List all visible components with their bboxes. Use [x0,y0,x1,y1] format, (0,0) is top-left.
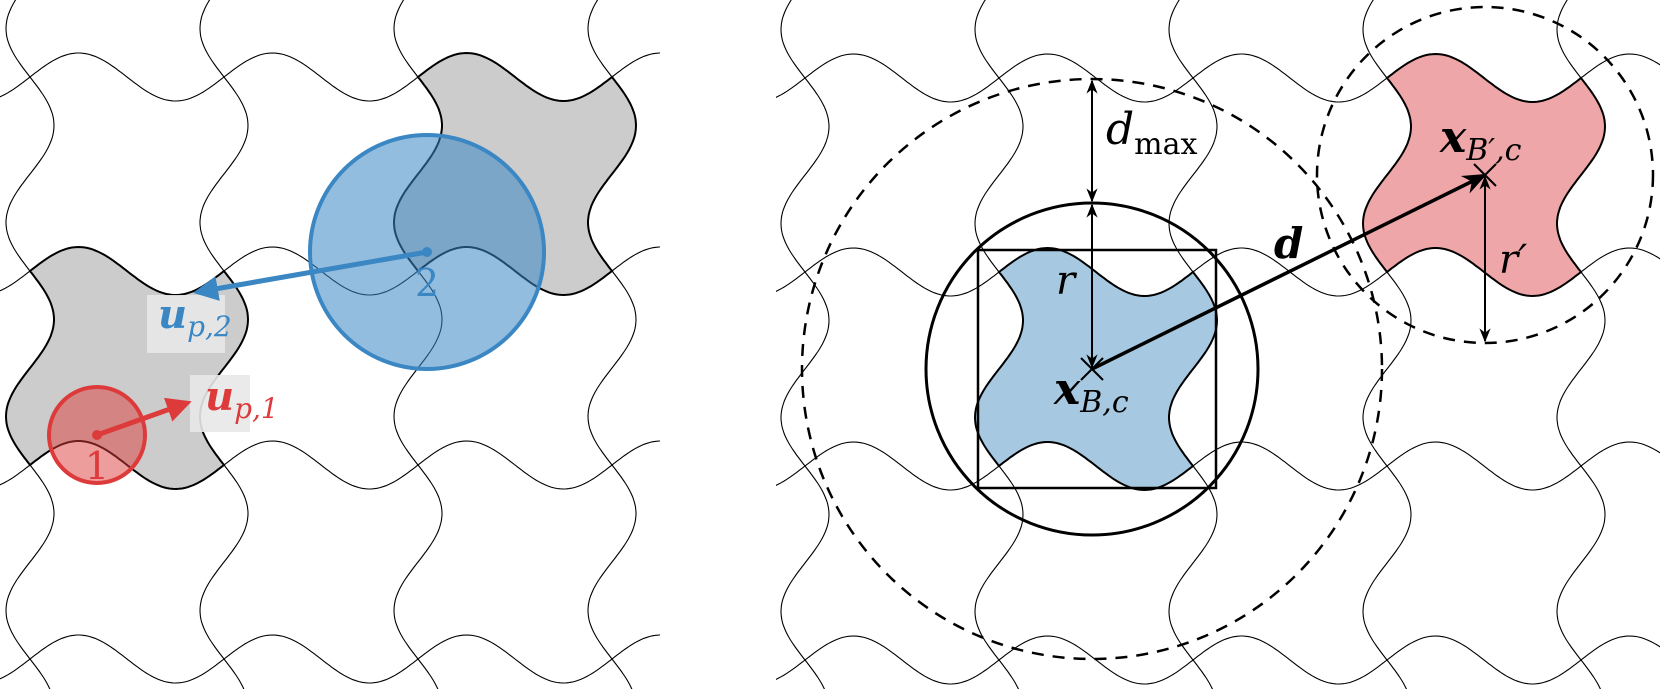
cross-stroke [1473,163,1497,187]
neighbor-bounding-circle [1315,5,1655,345]
vector-label-main: u [205,373,234,420]
label-x-main: x [1439,112,1467,163]
particle-2: 2 [193,133,546,371]
particle-2-center-dot [422,247,432,257]
center-cross-B-prime [1473,163,1497,187]
label-d: d [1274,219,1303,268]
pink-cell-outline [1361,52,1607,298]
grid-line-horizontal [776,635,1660,685]
label-r: r [1056,258,1078,304]
particle-1-label: 1 [85,444,109,488]
cross-stroke [1080,357,1104,381]
label-d-max-main: d [1106,104,1134,155]
vector-label-main: u [158,291,187,338]
displacement-arrow-2 [193,249,428,301]
label-x-B-c: xB,c [1053,364,1129,420]
grid-line-horizontal [776,53,1660,103]
vector-label-u-p1: up,1 [205,373,279,425]
label-background-u-p1 [190,375,250,432]
grid-line-vertical [780,0,830,689]
particle-1: 1 [47,385,192,488]
vector-label-sub: p,1 [234,392,279,425]
particle-2-label: 2 [415,261,439,305]
distance-vector-d [1091,173,1488,371]
blue-cell [975,248,1217,490]
label-d-max: dmax [1106,104,1198,162]
search-radius-circle [800,77,1384,661]
label-d-max-sub: max [1134,127,1197,162]
displacement-arrow-1 [96,397,192,438]
vector-label-u-p2: up,2 [158,291,232,343]
label-x-sub: B′,c [1465,133,1521,168]
grid-line-horizontal [0,634,660,684]
center-cross-B [1080,357,1104,381]
particle-1-center-dot [92,430,102,440]
right-panel: dmax r d r′ xB,c xB′,c [776,0,1660,689]
grid-line-horizontal [776,441,1660,491]
left-panel: 2 1 up,2 up,1 [0,0,660,689]
label-x-main: x [1053,364,1081,415]
label-r-prime: r′ [1499,237,1527,283]
label-x-B-prime-c: xB′,c [1439,112,1522,168]
vector-label-sub: p,2 [187,310,232,343]
grid-line-horizontal [0,52,660,102]
label-x-sub: B,c [1079,385,1129,420]
gray-cell-outline [4,245,250,491]
bounding-circle [924,201,1260,537]
label-background-u-p2 [147,295,225,353]
